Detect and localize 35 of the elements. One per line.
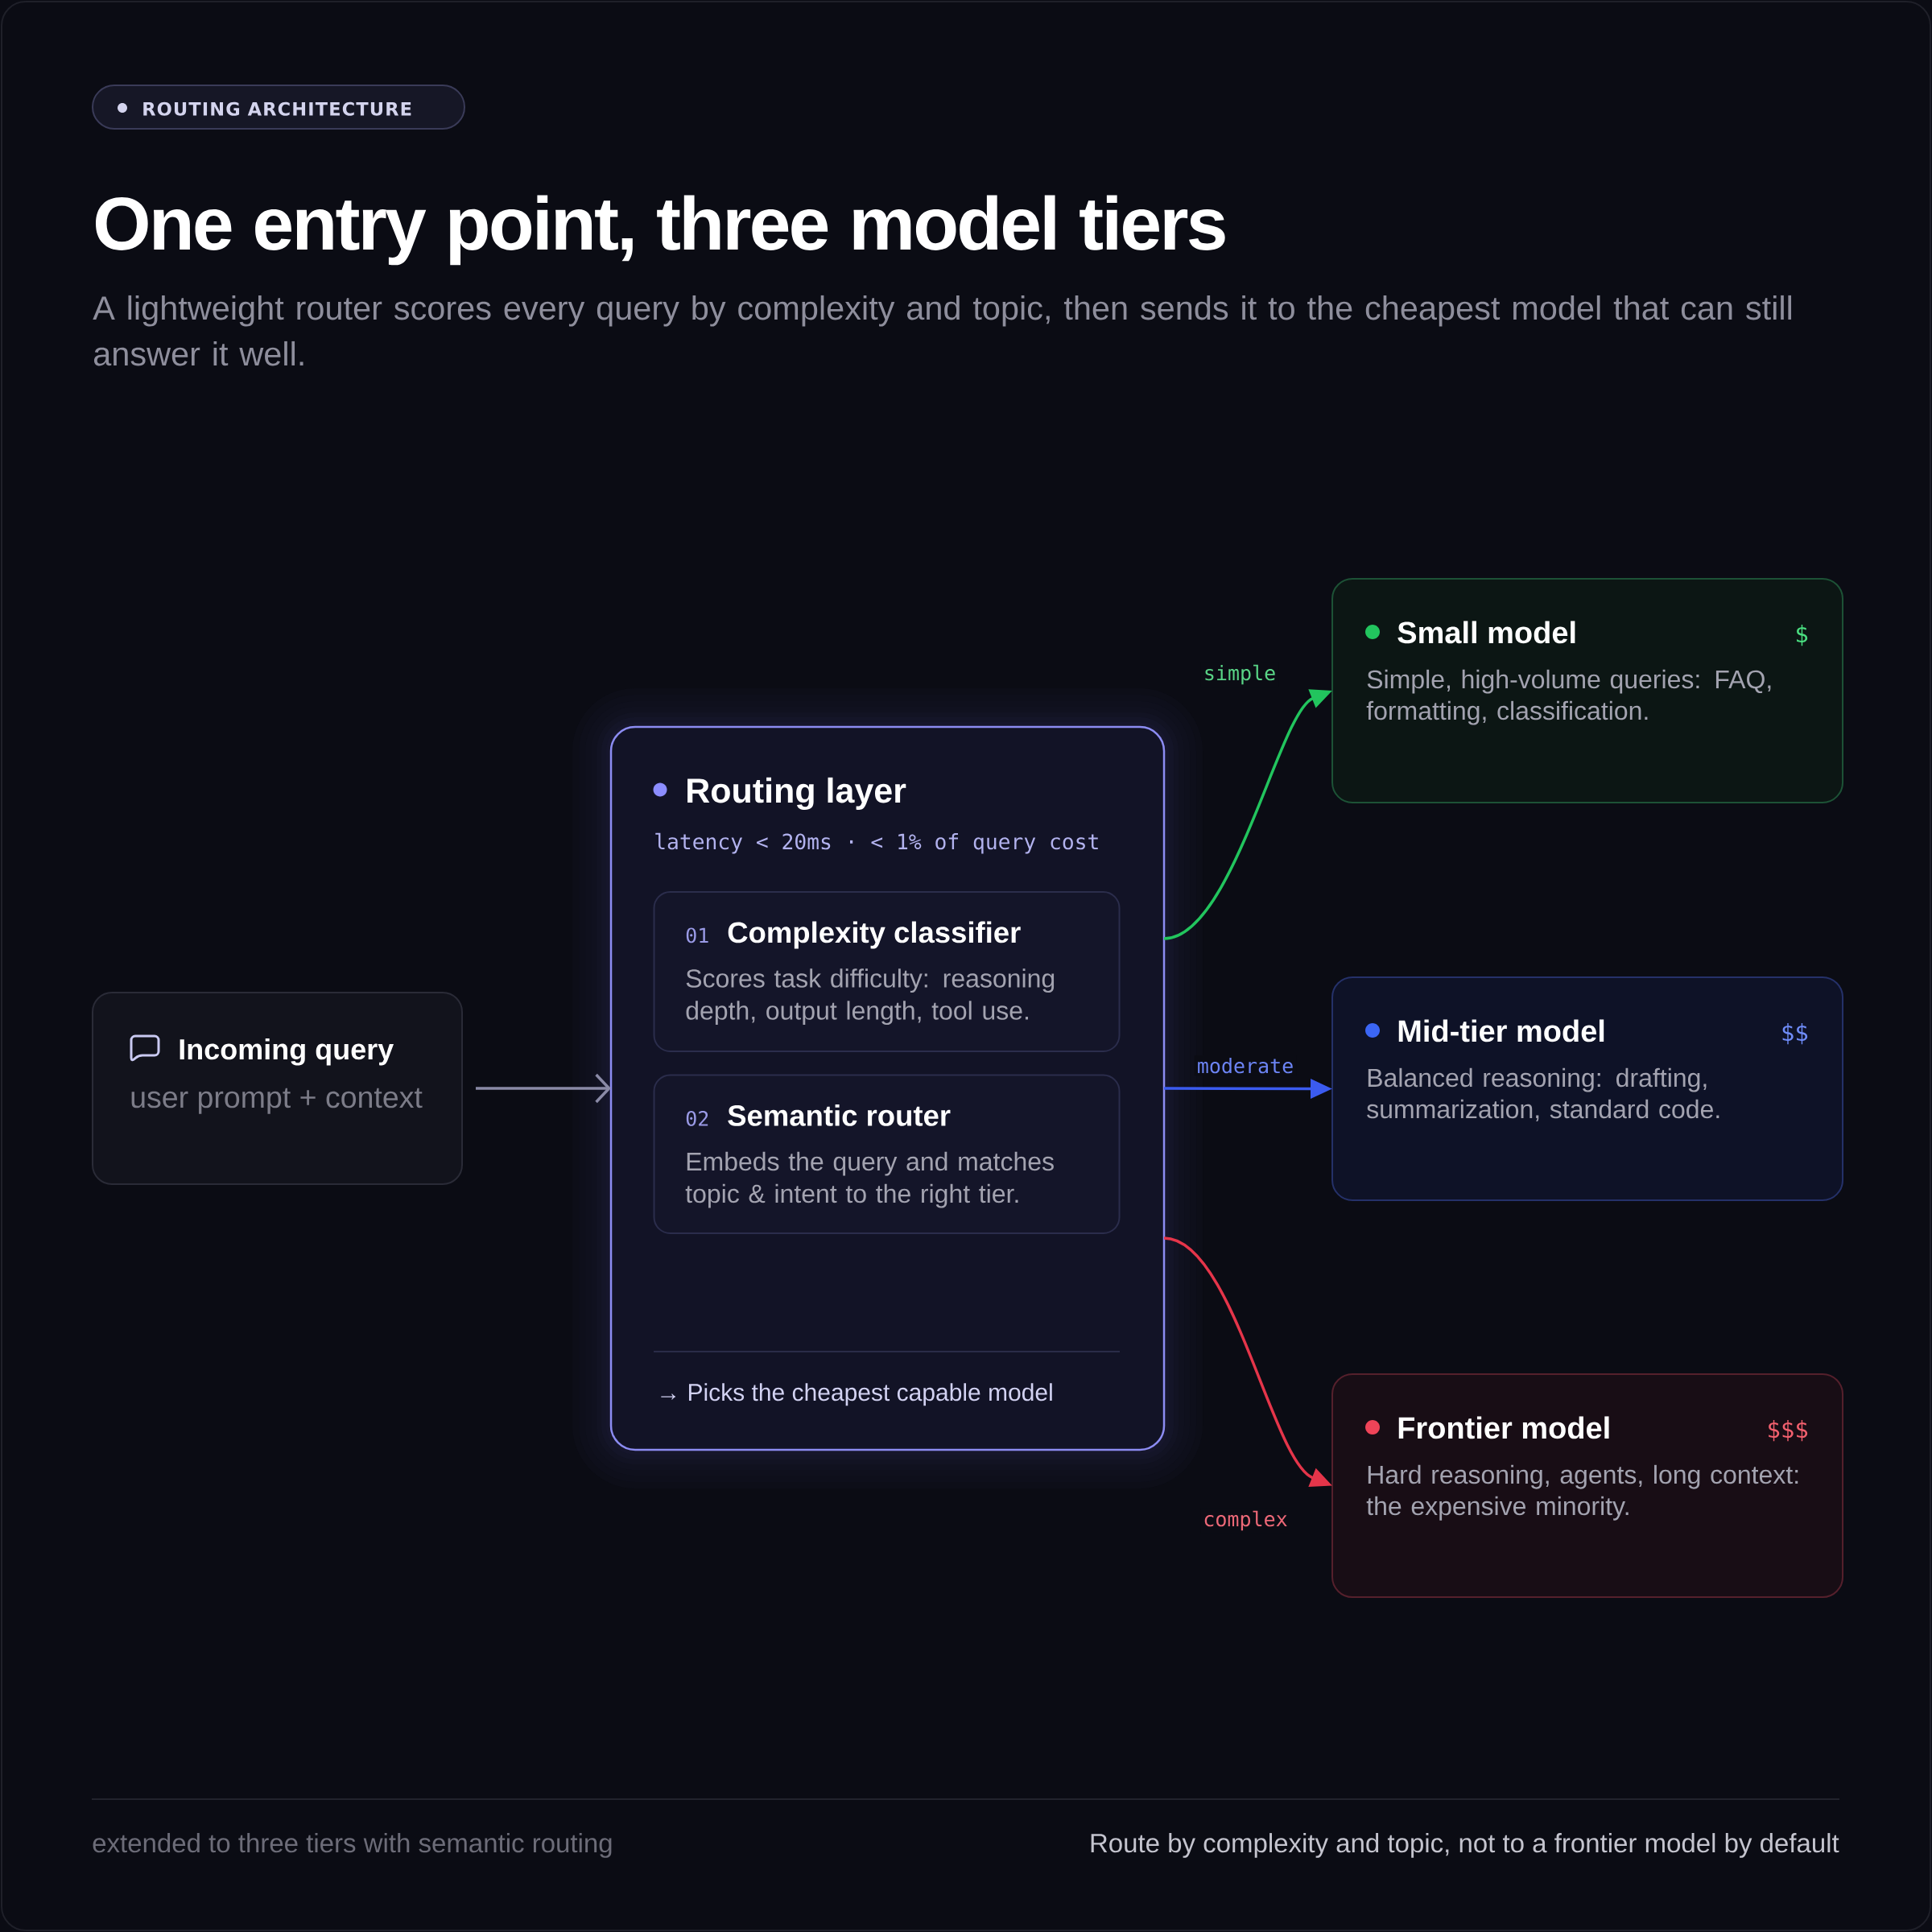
arrow <box>476 1073 611 1104</box>
tag-pill: ROUTING ARCHITECTURE <box>92 84 465 130</box>
footnote: extended to three tiers with semantic routing <box>93 1833 612 1858</box>
step-number: 02 <box>686 1110 708 1126</box>
card-title: Mid-tier model <box>1398 1019 1604 1042</box>
model-card <box>1331 1373 1844 1598</box>
subtitle: A lightweight router scores every query by complexity and topic, then sends it to the cheapest model that can still answer it well. <box>93 295 1792 366</box>
heading: One entry point, three model tiers <box>96 195 1225 266</box>
step-card <box>653 1074 1121 1234</box>
box-title: Incoming query <box>180 1038 394 1066</box>
card-description: Embeds the query and matches topic & intent to the right tier. <box>685 1151 1054 1208</box>
panel-footnote: → Picks the cheapest capable model <box>661 1383 1052 1406</box>
box-subtitle: user prompt + context <box>131 1088 423 1114</box>
price-label: $$ <box>1782 1022 1808 1045</box>
model-card <box>1331 976 1844 1201</box>
card-description: Simple, high-volume queries: FAQ, formatting, classification. <box>1366 669 1771 725</box>
query-box <box>92 992 463 1185</box>
model-card <box>1331 578 1844 803</box>
edge-label: complex <box>1200 1508 1290 1534</box>
panel-title: Routing layer <box>687 777 906 811</box>
price-label: $$$ <box>1769 1419 1808 1442</box>
card-description: Hard reasoning, agents, long context: the expensive minority. <box>1366 1464 1798 1521</box>
card-description: Scores task difficulty: reasoning depth, output length, tool use. <box>686 968 1055 1026</box>
edge-label: moderate <box>1194 1055 1297 1076</box>
price-label: $ <box>1797 624 1808 646</box>
card-title: Semantic router <box>728 1104 951 1126</box>
step-number: 01 <box>686 927 708 943</box>
card-title: Complexity classifier <box>728 921 1021 949</box>
edge-label: simple <box>1200 662 1279 687</box>
metric-text: latency < 20ms · < 1% of query cost <box>655 832 1098 854</box>
card-title: Small model <box>1397 621 1575 644</box>
step-card <box>653 891 1121 1052</box>
card-title: Frontier model <box>1398 1416 1609 1439</box>
card-description: Balanced reasoning: drafting, summarization, standard code. <box>1367 1067 1719 1122</box>
footnote: Route by complexity and topic, not to a frontier model by default <box>1091 1833 1839 1858</box>
